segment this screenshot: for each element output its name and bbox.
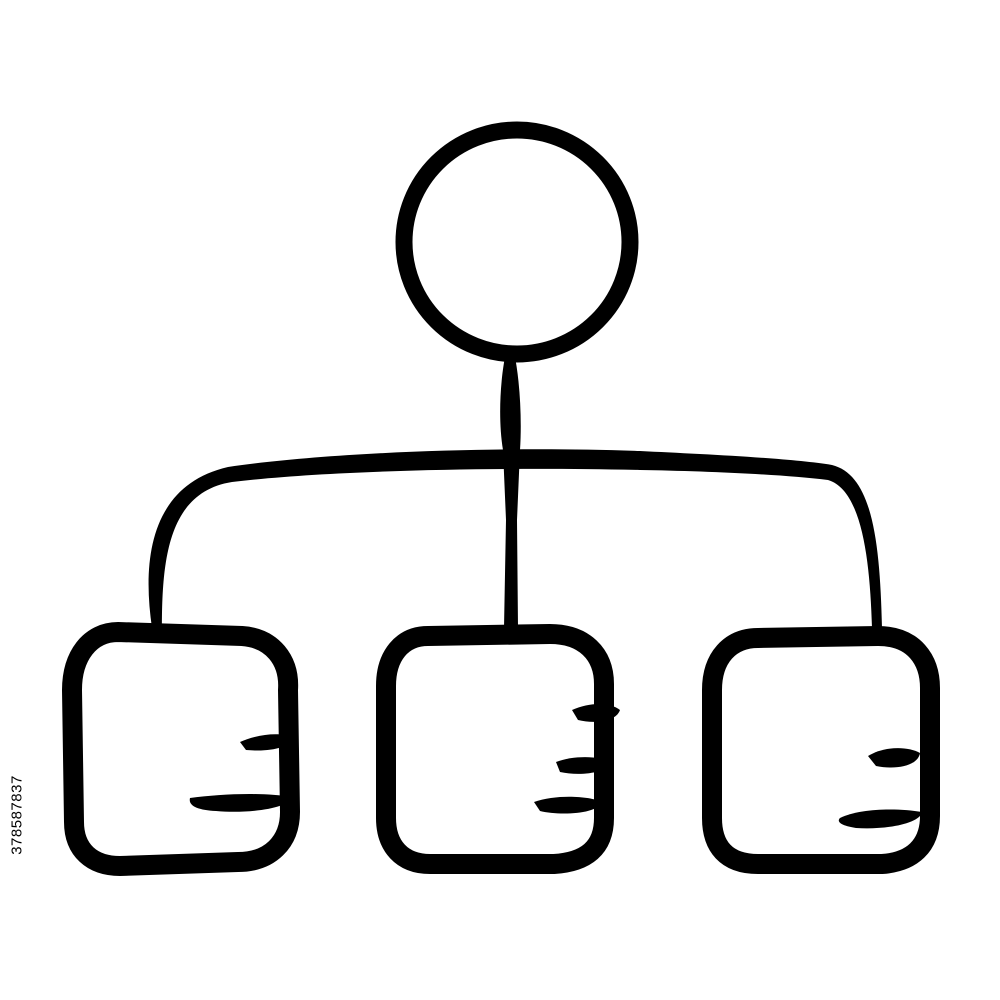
stock-id-text: 378587837 (8, 775, 26, 855)
line-mark-center-3 (534, 796, 602, 814)
root-node (395, 121, 639, 363)
connector-stem (500, 352, 521, 628)
child-node-left (61, 621, 301, 877)
child-box-left-stroke-overlap (281, 671, 295, 813)
stock-id-label: 378587837 (2, 760, 32, 870)
line-mark-right-1 (868, 748, 920, 768)
child-box-right (702, 625, 940, 874)
root-circle-overlap (398, 192, 413, 261)
connector-bar (148, 449, 883, 628)
root-circle (395, 121, 639, 363)
child-node-right (702, 625, 940, 874)
line-mark-right-2 (838, 809, 922, 829)
child-node-center (376, 623, 620, 874)
line-mark-center-2 (556, 757, 612, 774)
child-box-left (61, 621, 301, 877)
child-box-center (376, 623, 614, 874)
line-mark-left-1 (240, 734, 292, 751)
line-mark-left-2 (189, 794, 292, 812)
connector-lines (148, 352, 883, 628)
line-mark-center-1 (572, 704, 620, 722)
